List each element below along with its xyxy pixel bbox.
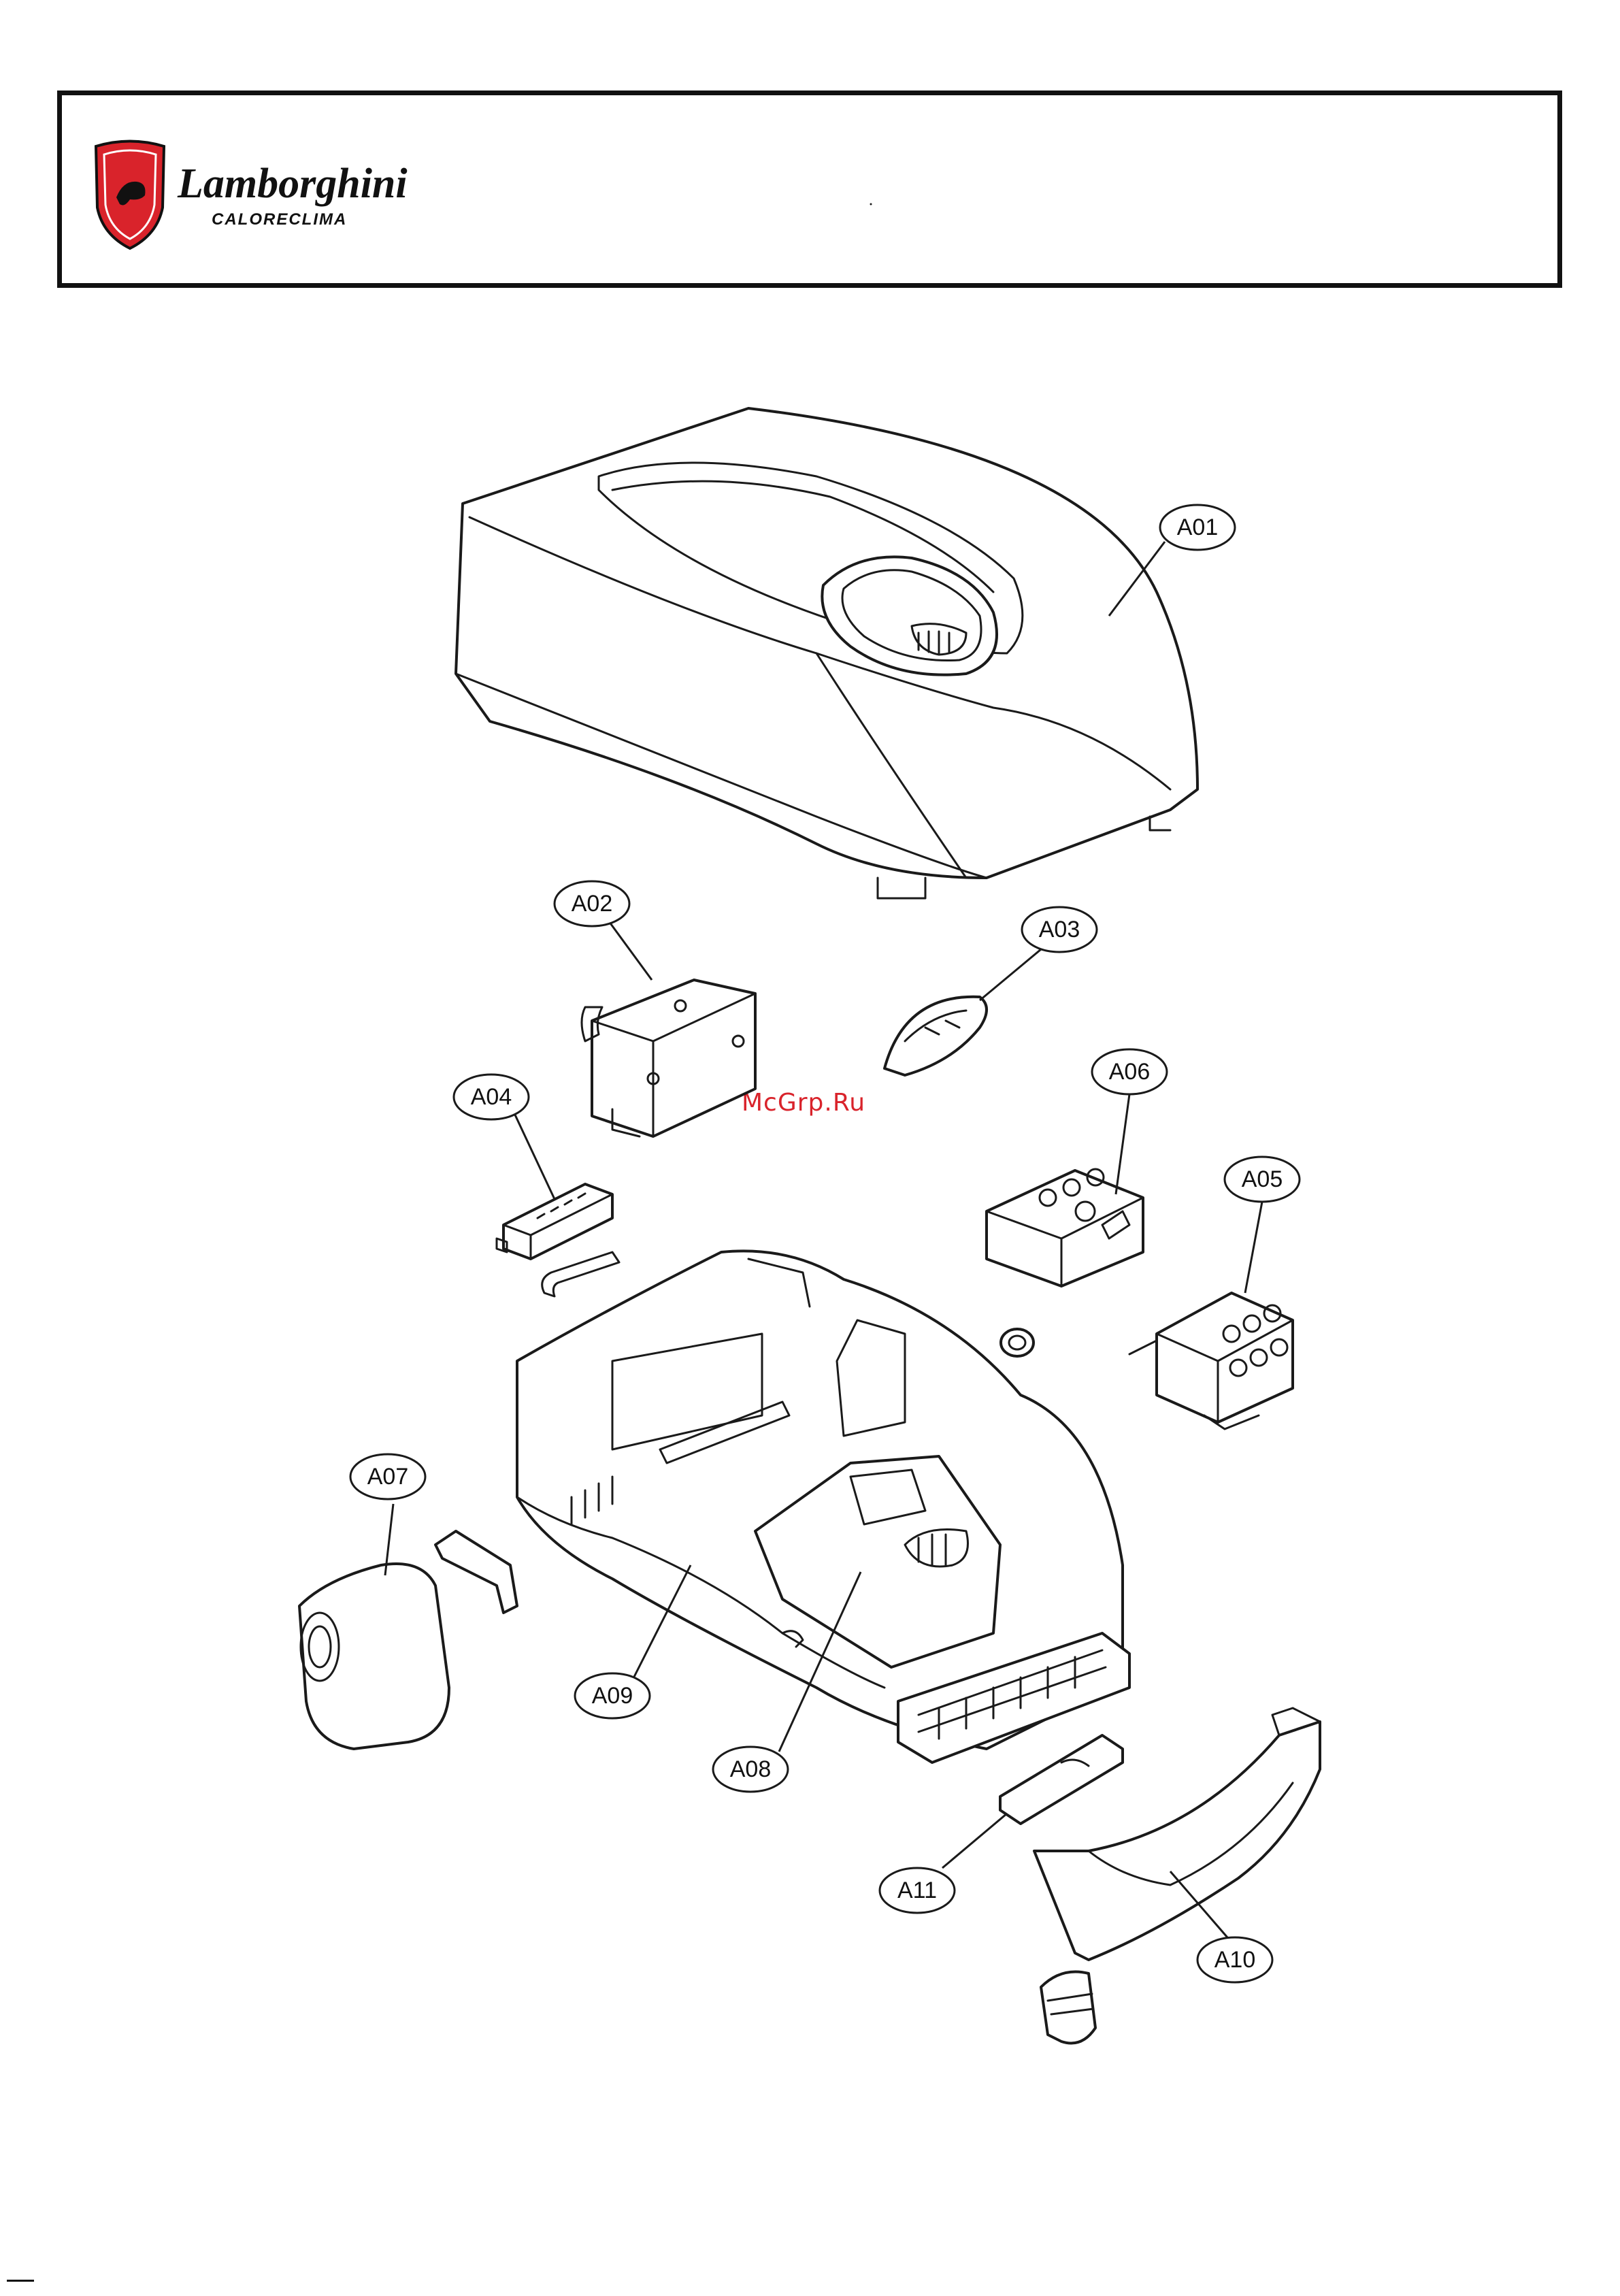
- leader-a06: [1116, 1094, 1129, 1194]
- part-a10-cover: [1034, 1708, 1320, 1960]
- callout-a05: A05: [1225, 1157, 1300, 1202]
- callout-a10: A10: [1197, 1937, 1272, 1982]
- leader-a05: [1245, 1202, 1262, 1293]
- svg-text:A03: A03: [1039, 917, 1080, 942]
- part-a02-box: [582, 980, 755, 1136]
- part-grommet: [1001, 1329, 1034, 1356]
- part-a11-clip: [1000, 1735, 1123, 1824]
- callout-a02: A02: [555, 881, 629, 926]
- svg-text:A10: A10: [1214, 1947, 1256, 1973]
- leader-a04: [514, 1112, 555, 1199]
- svg-text:A08: A08: [730, 1756, 772, 1782]
- callout-a07: A07: [350, 1454, 425, 1499]
- callout-a06: A06: [1092, 1049, 1167, 1094]
- callout-a08: A08: [713, 1747, 788, 1792]
- part-a07-cap: [299, 1564, 449, 1749]
- callout-a01: A01: [1160, 505, 1235, 550]
- svg-text:A11: A11: [897, 1877, 937, 1903]
- svg-text:A05: A05: [1242, 1166, 1283, 1192]
- svg-text:A01: A01: [1177, 514, 1219, 540]
- part-a01-cover: [456, 204, 1197, 898]
- svg-text:A04: A04: [471, 1084, 512, 1110]
- part-a06-block: [987, 1169, 1143, 1286]
- callout-a03: A03: [1022, 907, 1097, 952]
- part-bracket: [435, 1531, 517, 1613]
- part-a03-button: [885, 997, 987, 1075]
- callout-a09: A09: [575, 1673, 650, 1718]
- callout-a11: A11: [880, 1868, 955, 1913]
- part-a05-contactor: [1129, 1293, 1293, 1429]
- part-cable-gland: [1041, 1972, 1095, 2044]
- svg-text:A07: A07: [367, 1464, 409, 1490]
- leader-a03: [980, 949, 1041, 1000]
- svg-text:A06: A06: [1109, 1059, 1151, 1085]
- svg-text:A02: A02: [572, 891, 613, 917]
- leader-a02: [609, 921, 652, 980]
- svg-text:A09: A09: [592, 1683, 633, 1709]
- leader-a11: [942, 1814, 1007, 1868]
- footer-mark: [7, 2280, 34, 2282]
- callout-a04: A04: [454, 1075, 529, 1119]
- part-clip: [542, 1252, 619, 1296]
- part-a04-connector: [497, 1184, 612, 1259]
